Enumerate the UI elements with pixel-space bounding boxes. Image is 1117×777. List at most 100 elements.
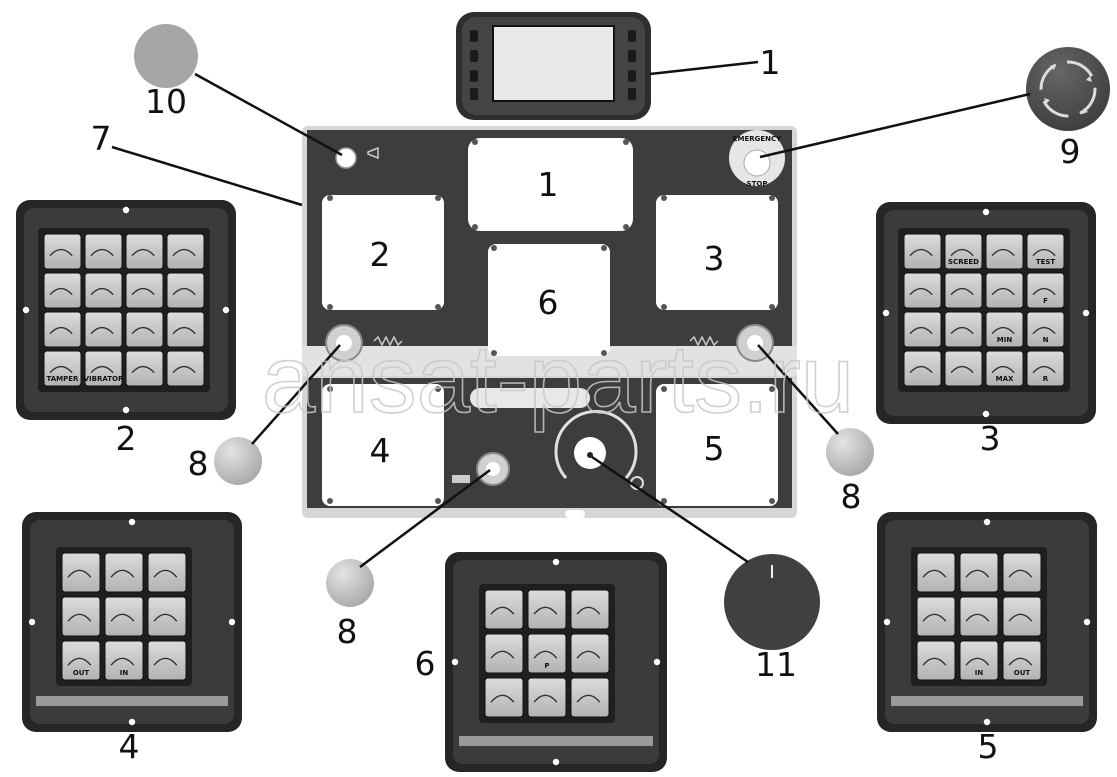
keypad-key[interactable] (84, 272, 123, 309)
keypad-key[interactable] (125, 233, 164, 270)
keypad-key[interactable] (166, 350, 205, 387)
speed-dial-knob-part (724, 554, 820, 650)
keypad-key[interactable] (944, 272, 983, 309)
label-rotary-knob: 11 (755, 645, 797, 684)
keypad-key-label: IN (120, 669, 129, 677)
slot-4-label: 4 (370, 431, 391, 470)
label-rotary-right: 8 (841, 477, 862, 516)
keypad-key[interactable] (1002, 596, 1042, 637)
keypad-key[interactable] (125, 350, 164, 387)
keypad-key-label: TEST (1036, 258, 1056, 266)
keypad-key[interactable] (916, 552, 956, 593)
keypad-key[interactable]: TAMPER (43, 350, 82, 387)
keypad-key[interactable] (944, 350, 983, 387)
keypad-key[interactable] (484, 633, 524, 674)
estop-text-top: EMERGENCY (733, 135, 782, 143)
keypad-key[interactable] (104, 596, 144, 637)
keypad-key[interactable] (125, 272, 164, 309)
keypad-key[interactable] (61, 552, 101, 593)
label-emergency-stop: 9 (1060, 132, 1081, 171)
keypad-key-label: MAX (996, 375, 1014, 383)
keypad-key[interactable]: R (1026, 350, 1065, 387)
keypad-key-label: MIN (997, 336, 1013, 344)
label-horn-button: 10 (145, 82, 187, 121)
keypad-key[interactable] (959, 596, 999, 637)
rotary-knob-right-part (826, 428, 874, 476)
keypad-key[interactable] (903, 350, 942, 387)
central-panel: EMERGENCY STOP (302, 126, 797, 518)
keypad-key[interactable] (125, 311, 164, 348)
keypad-key[interactable] (166, 272, 205, 309)
keypad-key[interactable] (985, 233, 1024, 270)
watermark: ansat-parts.ru (262, 326, 854, 433)
keypad-key[interactable] (1002, 552, 1042, 593)
keypad-key-label: TAMPER (47, 375, 80, 383)
keypad-key-label: VIBRATOR (84, 375, 124, 383)
keypad-key[interactable]: TEST (1026, 233, 1065, 270)
keypad-key[interactable] (959, 552, 999, 593)
estop-text-bottom: STOP (747, 180, 768, 188)
keypad-key[interactable] (43, 233, 82, 270)
keypad-key[interactable]: OUT (61, 640, 101, 681)
keypad-3: SCREED TEST F MIN N MAX R (876, 202, 1096, 424)
keypad-key[interactable]: MIN (985, 311, 1024, 348)
rotary-knob-bottom-part (326, 559, 374, 607)
keypad-key[interactable] (944, 311, 983, 348)
keypad-key-label: R (1043, 375, 1049, 383)
horn-button-part (134, 24, 198, 88)
keypad-key[interactable]: VIBRATOR (84, 350, 124, 387)
keypad-key[interactable] (903, 272, 942, 309)
keypad-key[interactable] (84, 311, 123, 348)
keypad-key[interactable] (916, 640, 956, 681)
keypad-key[interactable] (484, 677, 524, 718)
keypad-key[interactable]: F (1026, 272, 1065, 309)
label-keypad-2: 2 (116, 419, 137, 458)
keypad-key-label: F (1043, 297, 1048, 305)
keypad-key[interactable] (147, 552, 187, 593)
keypad-4: OUT IN (22, 512, 242, 732)
rotary-knob-left-part (214, 437, 262, 485)
keypad-key[interactable] (147, 596, 187, 637)
keypad-key-label: OUT (1014, 669, 1031, 677)
keypad-key[interactable]: MAX (985, 350, 1024, 387)
display-unit (456, 12, 651, 120)
slot-2-label: 2 (370, 235, 391, 274)
leader-lines (111, 60, 1031, 569)
keypad-key[interactable] (84, 233, 123, 270)
keypad-key[interactable] (570, 589, 610, 630)
keypad-key[interactable]: OUT (1002, 640, 1042, 681)
keypad-key[interactable] (147, 640, 187, 681)
keypad-2: TAMPER VIBRATOR (16, 200, 236, 420)
keypad-key[interactable] (166, 233, 205, 270)
keypad-key[interactable] (527, 589, 567, 630)
label-display: 1 (760, 43, 781, 82)
keypad-key[interactable] (104, 552, 144, 593)
keypad-5: IN OUT (877, 512, 1097, 732)
keypad-key[interactable] (916, 596, 956, 637)
keypad-key[interactable] (903, 311, 942, 348)
keypad-key[interactable] (484, 589, 524, 630)
keypad-key[interactable] (527, 677, 567, 718)
keypad-key[interactable] (61, 596, 101, 637)
keypad-key[interactable]: SCREED (944, 233, 983, 270)
label-keypad-5: 5 (978, 727, 999, 766)
keypad-key[interactable]: IN (104, 640, 144, 681)
keypad-key[interactable] (43, 311, 82, 348)
keypad-key[interactable]: N (1026, 311, 1065, 348)
keypad-key-label: N (1043, 336, 1049, 344)
keypad-key[interactable] (166, 311, 205, 348)
keypad-key[interactable] (985, 272, 1024, 309)
slot-6-label: 6 (538, 283, 559, 322)
slot-5-label: 5 (704, 429, 725, 468)
keypad-key-label: OUT (73, 669, 90, 677)
keypad-key[interactable] (903, 233, 942, 270)
label-rotary-left: 8 (188, 444, 209, 483)
keypad-key[interactable] (570, 633, 610, 674)
emergency-stop-part (1026, 47, 1110, 131)
keypad-key[interactable] (570, 677, 610, 718)
keypad-key-label: SCREED (948, 258, 979, 266)
label-rotary-bottom: 8 (337, 612, 358, 651)
keypad-key[interactable]: IN (959, 640, 999, 681)
keypad-key[interactable] (43, 272, 82, 309)
keypad-key[interactable]: P (527, 633, 567, 674)
